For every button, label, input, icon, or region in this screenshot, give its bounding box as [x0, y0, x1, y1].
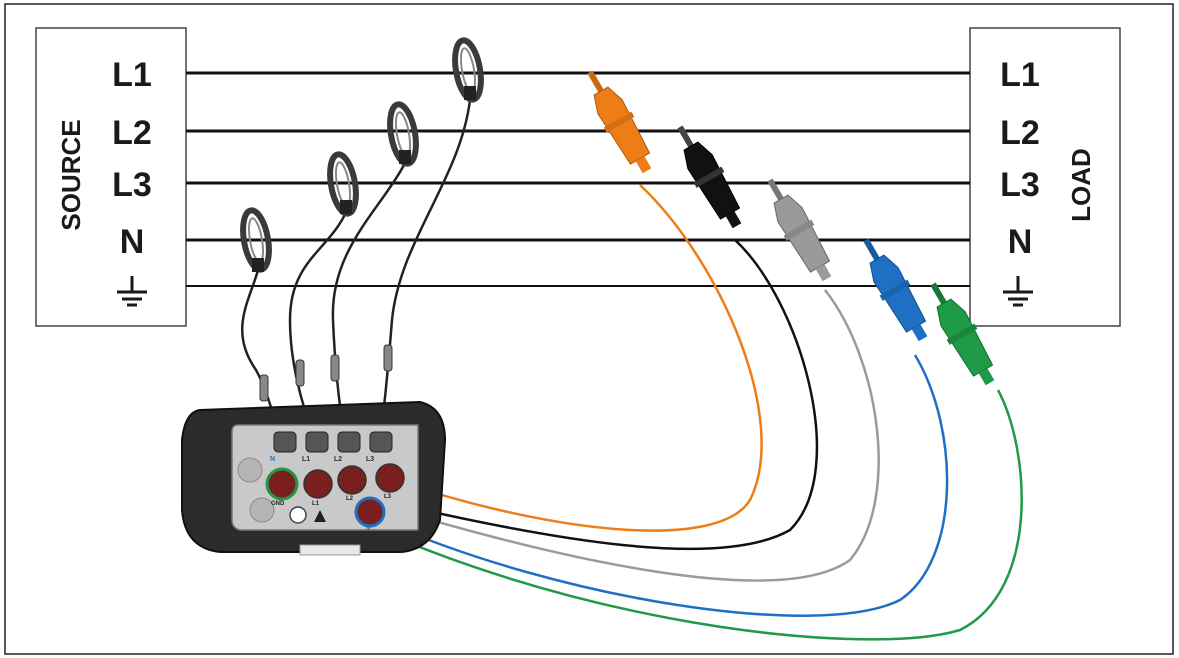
source-label-l2: L2	[112, 114, 152, 152]
lead-l2	[379, 239, 819, 551]
voltage-jack-label-l3: L3	[384, 494, 392, 500]
probe-icon-l3	[767, 178, 832, 282]
probe-icon-n	[863, 238, 928, 342]
cable-sleeves	[259, 344, 393, 402]
clamp-cable-l3	[378, 99, 472, 441]
voltage-jack-label-l1: L1	[312, 501, 320, 507]
source-label-l3: L3	[112, 166, 152, 204]
current-jack-label-l2: L2	[334, 456, 342, 463]
bus-lines	[186, 71, 970, 287]
voltage-jack-label-l2: L2	[346, 496, 354, 502]
current-jack-l3	[369, 431, 393, 453]
ground-icon	[1003, 276, 1033, 307]
panel-screw-top	[237, 457, 263, 483]
voltage-jack-l3	[375, 463, 405, 493]
voltage-jack-l1	[303, 469, 333, 499]
clamp-icon-l1	[327, 151, 359, 217]
probe-icon-l1	[587, 70, 652, 174]
current-jack-l1	[305, 431, 329, 453]
lead-gnd	[279, 389, 1023, 641]
load-label-l1: L1	[1000, 56, 1040, 94]
probe-icon-l2	[677, 125, 742, 229]
load-label-n: N	[1008, 223, 1033, 261]
current-jack-label-n: N	[270, 456, 275, 463]
current-jacks: N L1 L2 L3	[270, 431, 393, 463]
current-jack-l2	[337, 431, 361, 453]
power-analyzer-instrument: N L1 L2 L3 GND L1 L2 L3 N	[181, 400, 447, 556]
info-icon	[289, 506, 307, 524]
load-box: LOAD L1 L2 L3 N	[969, 27, 1121, 327]
panel-screw-bottom	[249, 497, 275, 523]
warning-icon	[314, 510, 326, 522]
voltage-leads	[279, 184, 1023, 641]
load-label-l2: L2	[1000, 114, 1040, 152]
current-jack-n	[273, 431, 297, 453]
source-title: SOURCE	[56, 119, 86, 230]
clamp-icon-l2	[387, 101, 419, 167]
voltage-jack-label-gnd: GND	[271, 501, 285, 507]
source-label-l1: L1	[112, 56, 152, 94]
source-label-n: N	[120, 223, 145, 261]
load-title: LOAD	[1066, 148, 1096, 222]
voltage-jacks: GND L1 L2 L3 N	[265, 463, 405, 532]
load-box-frame	[969, 27, 1121, 327]
voltage-jack-label-n: N	[366, 526, 370, 532]
clamp-icon-n	[240, 207, 272, 273]
current-jack-label-l1: L1	[302, 456, 310, 463]
instrument-slot	[299, 544, 361, 556]
voltage-jack-n	[354, 496, 386, 528]
ground-icon	[117, 276, 147, 307]
lead-n	[379, 354, 949, 617]
source-box-frame	[35, 27, 187, 327]
voltage-probes	[587, 70, 995, 386]
load-label-l3: L3	[1000, 166, 1040, 204]
clamp-icon-l3	[452, 37, 484, 103]
lead-l3	[369, 289, 880, 582]
lead-l1	[399, 184, 763, 532]
source-box: SOURCE L1 L2 L3 N	[35, 27, 187, 327]
current-clamps	[240, 37, 484, 273]
current-jack-label-l3: L3	[366, 456, 374, 463]
voltage-jack-l2	[337, 465, 367, 495]
voltage-jack-gnd	[265, 467, 299, 501]
clamp-cable-l1	[288, 209, 349, 441]
probe-icon-gnd	[930, 282, 995, 386]
